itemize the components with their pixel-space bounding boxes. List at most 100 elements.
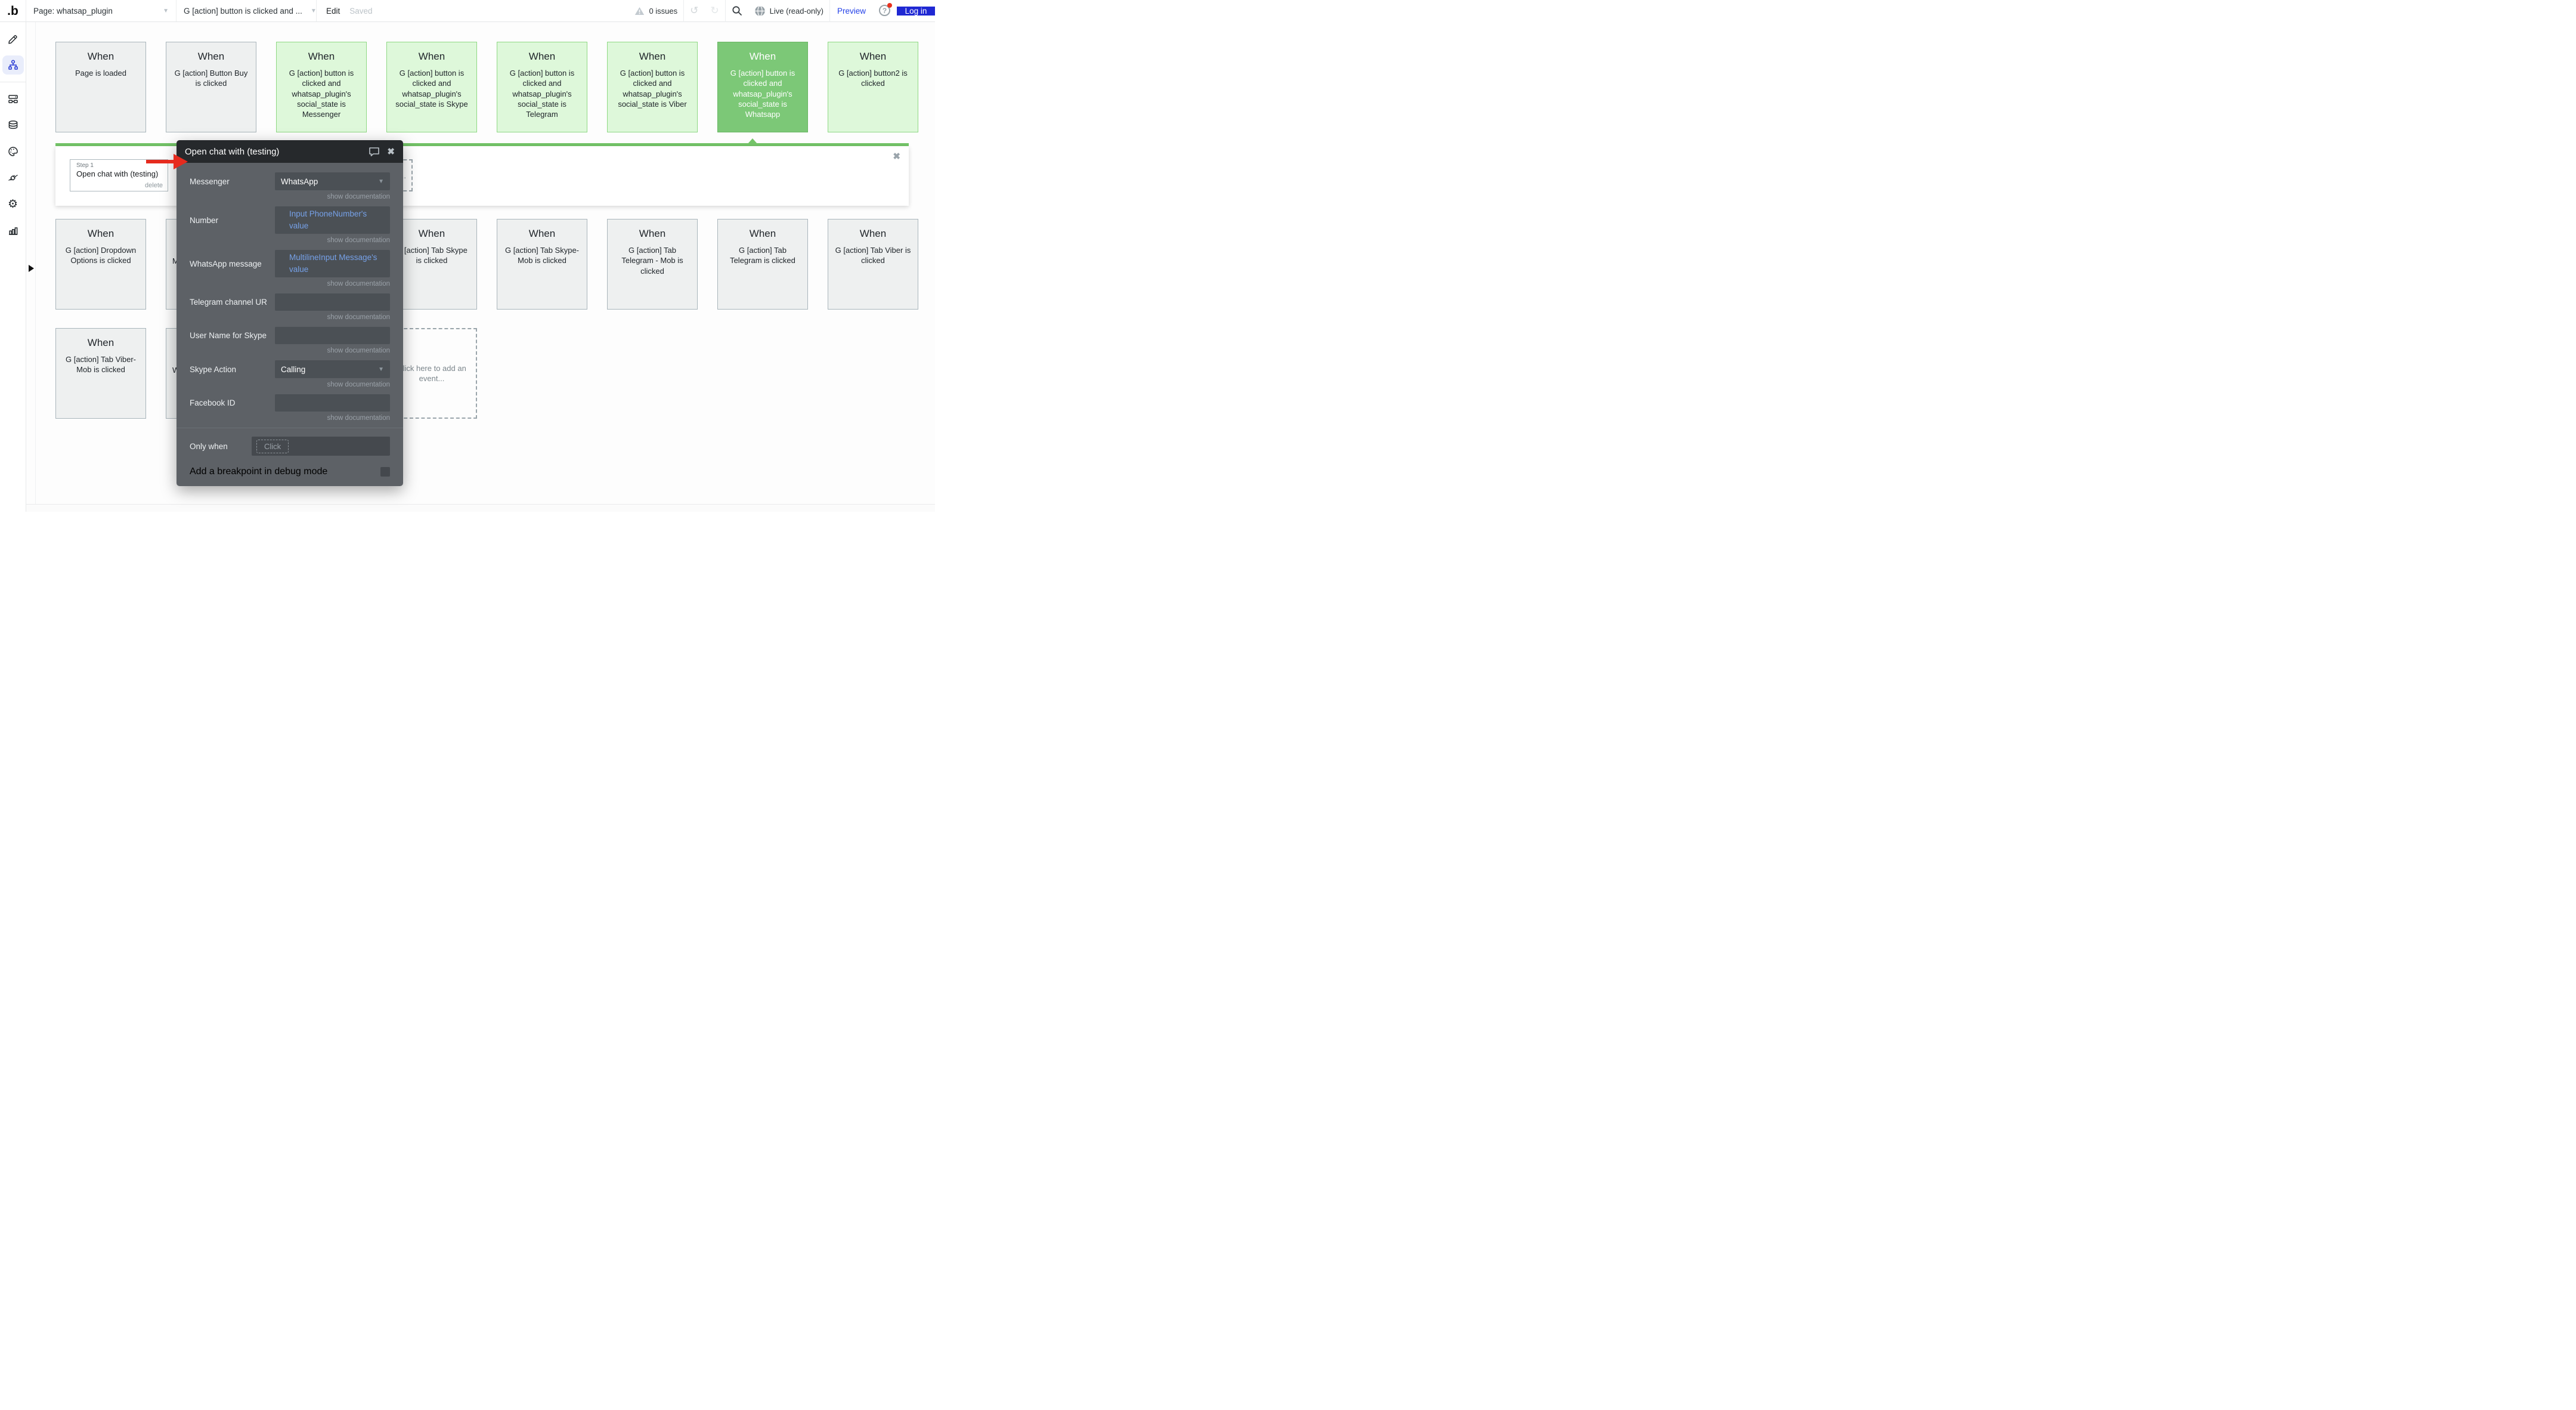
action-step-card[interactable]: Step 1 Open chat with (testing) delete xyxy=(70,159,168,191)
event-card-when-label: When xyxy=(87,337,114,348)
only-when-placeholder[interactable]: Click xyxy=(256,439,289,453)
event-card-when-label: When xyxy=(859,228,887,239)
edit-menu[interactable]: Edit xyxy=(326,6,340,16)
bubble-logo-glyph: b xyxy=(7,5,18,17)
sidebar-item-design[interactable] xyxy=(2,29,24,48)
page-selector[interactable]: Page: whatsap_plugin ▼ xyxy=(26,0,177,21)
sidebar-item-components[interactable] xyxy=(2,89,24,109)
show-documentation-link[interactable]: show documentation xyxy=(327,280,390,287)
popup-title: Open chat with (testing) xyxy=(185,146,280,157)
delete-action-link[interactable]: delete xyxy=(145,182,163,189)
bubble-logo[interactable]: b xyxy=(0,0,26,21)
database-icon xyxy=(8,120,17,129)
event-card-description: G [action] Tab Skype-Mob is clicked xyxy=(504,246,580,265)
expression-value[interactable]: MultilineInput Message's value xyxy=(289,252,377,274)
dropdown-field[interactable]: WhatsApp▼ xyxy=(275,172,390,190)
event-card-description: G [action] button is clicked and whatsap… xyxy=(289,69,354,119)
live-version-indicator[interactable]: Live (read-only) xyxy=(748,0,829,21)
event-card-when-label: When xyxy=(87,51,114,62)
bubble-workflow-editor: b Page: whatsap_plugin ▼ G [action] butt… xyxy=(0,0,935,512)
event-card[interactable]: When G [action] Button Buy is clicked xyxy=(166,42,256,132)
sidebar-item-styles[interactable] xyxy=(2,142,24,161)
text-input-field[interactable] xyxy=(275,327,390,344)
show-documentation-link[interactable]: show documentation xyxy=(327,314,390,321)
text-input-field[interactable] xyxy=(275,394,390,412)
issues-indicator[interactable]: 0 issues xyxy=(628,0,683,21)
canvas-gutter-line xyxy=(35,22,36,504)
top-bar: b Page: whatsap_plugin ▼ G [action] butt… xyxy=(0,0,935,22)
event-card-description: G [action] button2 is clicked xyxy=(838,69,908,88)
undo-icon: ↺ xyxy=(690,5,699,16)
top-bar-right: 0 issues ↺ ↻ Live (read-only) xyxy=(628,0,935,22)
workflow-selector[interactable]: G [action] button is clicked and ... ▼ xyxy=(177,0,317,21)
add-event-placeholder[interactable]: Click here to add an event... xyxy=(386,328,477,419)
sidebar-collapse-handle[interactable] xyxy=(29,265,34,272)
undo-button[interactable]: ↺ xyxy=(684,0,704,21)
expression-field[interactable]: Input PhoneNumber's value xyxy=(275,206,390,234)
event-card-description: G [action] button is clicked and whatsap… xyxy=(618,69,687,109)
expression-field[interactable]: MultilineInput Message's value xyxy=(275,250,390,277)
show-documentation-link[interactable]: show documentation xyxy=(327,193,390,200)
issues-count: 0 issues xyxy=(649,6,678,16)
only-when-input[interactable]: Click xyxy=(252,437,390,456)
comment-bubble-icon[interactable] xyxy=(369,147,380,157)
close-icon[interactable]: ✖ xyxy=(387,147,395,157)
show-documentation-link[interactable]: show documentation xyxy=(327,381,390,388)
close-icon[interactable]: ✖ xyxy=(893,151,900,162)
sidebar-item-plugins[interactable] xyxy=(2,168,24,187)
popup-header[interactable]: Open chat with (testing) ✖ xyxy=(177,140,403,163)
event-card-when-label: When xyxy=(528,51,556,62)
gear-icon: ⚙ xyxy=(7,197,18,211)
edit-status-group: Edit Saved xyxy=(317,0,382,21)
sidebar-item-workflow[interactable] xyxy=(2,55,24,75)
step-title: Open chat with (testing) xyxy=(76,169,159,178)
redo-button[interactable]: ↻ xyxy=(704,0,724,21)
field-label: Telegram channel UR xyxy=(190,298,267,307)
event-card-text-fragment: M xyxy=(172,256,179,265)
show-documentation-link[interactable]: show documentation xyxy=(327,347,390,354)
popup-field-row: Facebook ID xyxy=(190,394,390,412)
selected-workflow-notch xyxy=(748,138,757,144)
show-documentation-link[interactable]: show documentation xyxy=(327,415,390,422)
event-card-description: G [action] Button Buy is clicked xyxy=(174,69,248,88)
text-input-field[interactable] xyxy=(275,293,390,311)
event-card-when-label: When xyxy=(639,228,666,239)
event-card[interactable]: When G [action] button2 is clicked xyxy=(828,42,918,132)
sidebar-item-settings[interactable]: ⚙ xyxy=(2,194,24,214)
divider xyxy=(683,0,685,22)
event-card-when-label: When xyxy=(308,51,335,62)
event-card-when-label: When xyxy=(418,51,445,62)
sidebar-item-logs[interactable] xyxy=(2,221,24,240)
event-card-when-label: When xyxy=(197,51,225,62)
help-button[interactable]: ? xyxy=(879,3,892,17)
event-card[interactable]: When G [action] button is clicked and wha… xyxy=(276,42,367,132)
search-button[interactable] xyxy=(726,0,748,21)
expression-value[interactable]: Input PhoneNumber's value xyxy=(289,209,367,230)
dropdown-field[interactable]: Calling▼ xyxy=(275,360,390,378)
login-button[interactable]: Log in xyxy=(897,6,935,16)
breakpoint-checkbox[interactable] xyxy=(380,467,390,477)
redo-icon: ↻ xyxy=(710,5,719,16)
preview-button[interactable]: Preview xyxy=(837,6,866,16)
event-card-when-label: When xyxy=(87,228,114,239)
sidebar-item-data[interactable] xyxy=(2,116,24,135)
canvas-bottom-strip xyxy=(26,504,935,512)
live-label: Live (read-only) xyxy=(769,6,823,16)
event-card-description: G [action] Tab Telegram is clicked xyxy=(730,246,795,265)
event-card-when-label: When xyxy=(859,51,887,62)
show-documentation-link[interactable]: show documentation xyxy=(327,237,390,244)
divider xyxy=(724,0,726,22)
